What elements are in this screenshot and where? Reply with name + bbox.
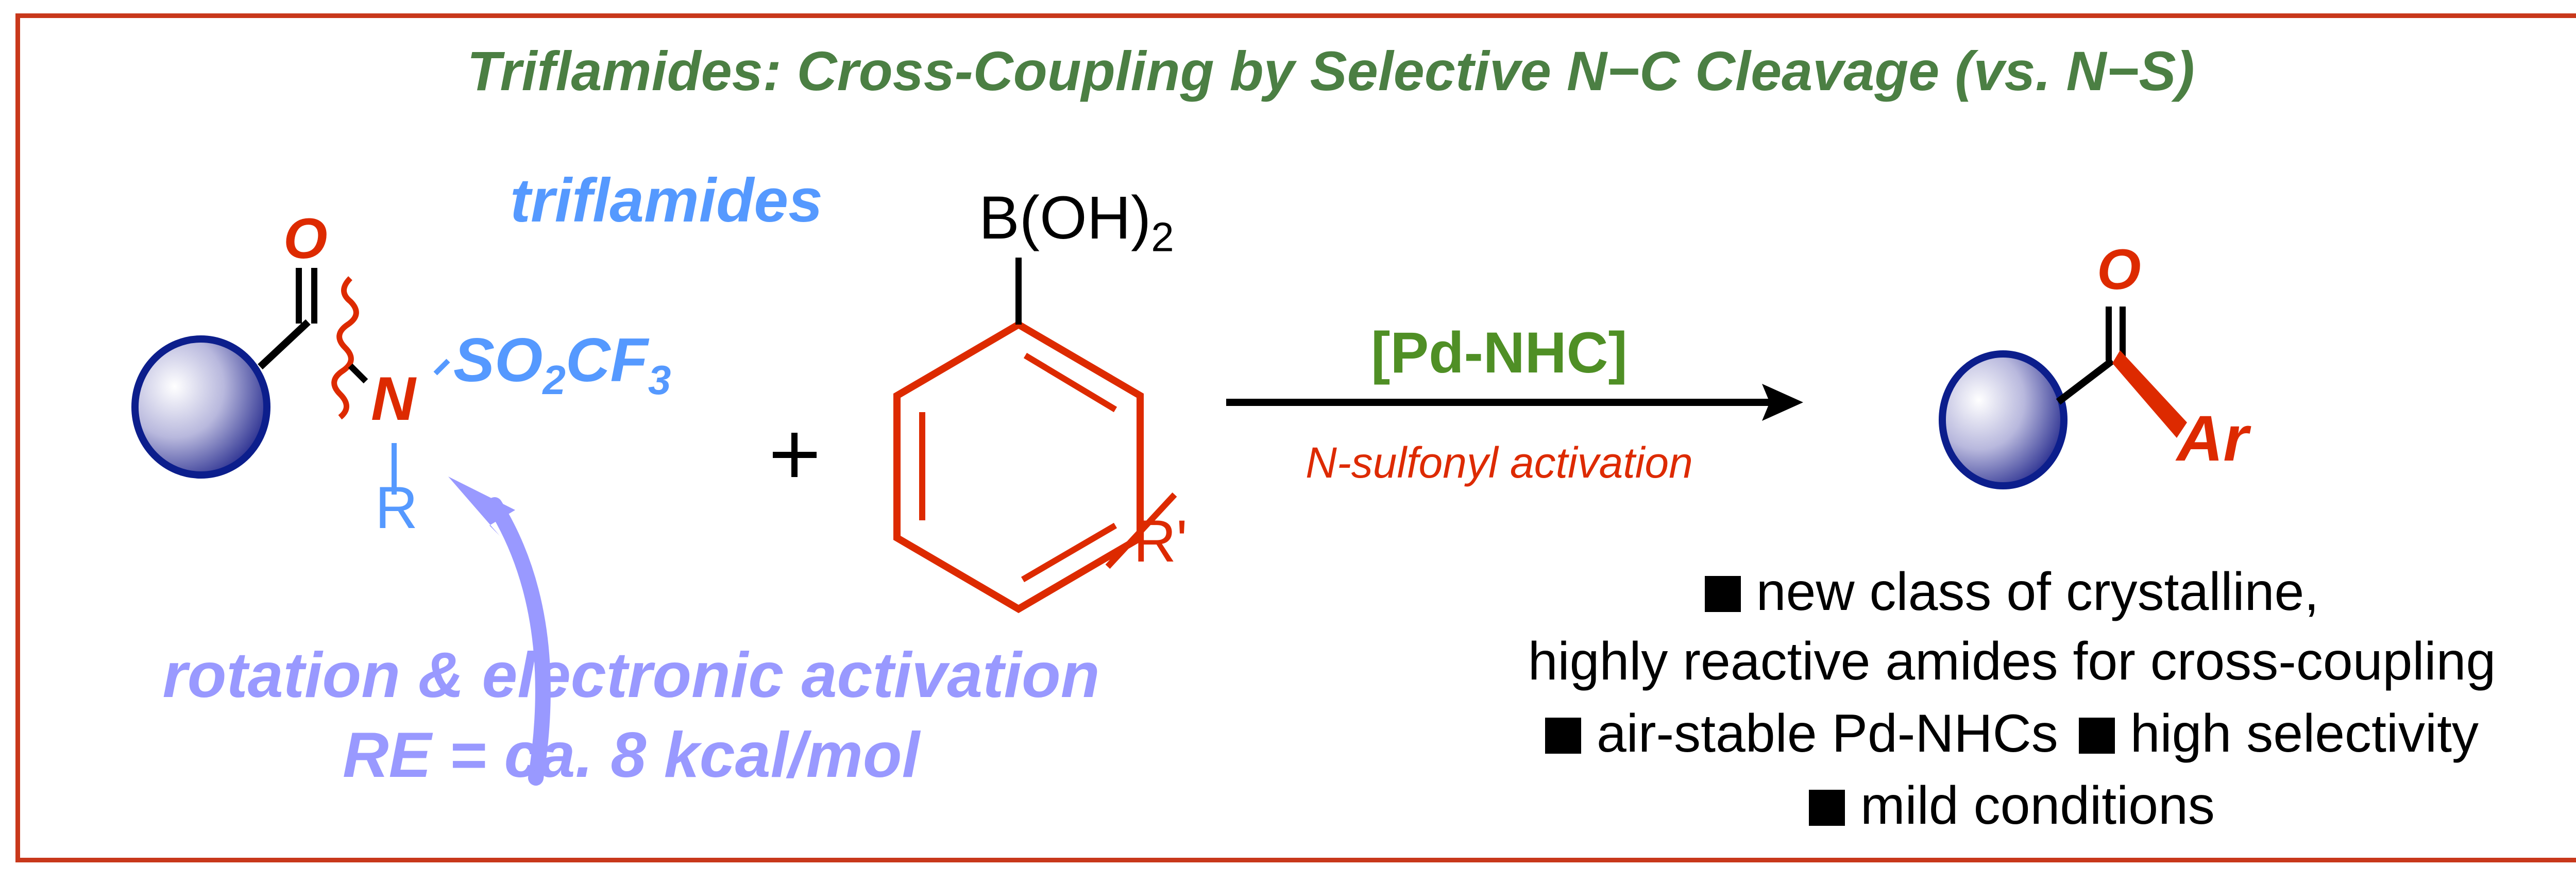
bullet-text: mild conditions	[1860, 776, 2215, 836]
boronic-acid-group: B(OH)2	[979, 183, 1174, 261]
diagram-title: Triflamides: Cross-Coupling by Selective…	[467, 40, 2195, 102]
bond	[2056, 358, 2115, 405]
bullet-item: mild conditions	[1484, 775, 2540, 837]
catalyst-label: [Pd-NHC]	[1371, 320, 1628, 385]
cleavage-wavy-line	[331, 276, 359, 420]
bullet-item: air-stable Pd-NHCs high selectivity	[1484, 703, 2540, 765]
curved-arrow	[487, 497, 551, 786]
bullet-square-icon	[1809, 790, 1845, 826]
subscript: 3	[648, 357, 671, 403]
bullet-text: high selectivity	[2130, 704, 2479, 763]
bullet-square-icon	[1704, 576, 1741, 612]
bullet-square-icon	[2078, 718, 2115, 754]
curved-arrow-head	[448, 477, 515, 536]
bullet-text: new class of crystalline,	[1756, 562, 2319, 622]
substrate-sphere	[131, 335, 270, 479]
sulfonyl-group: SO2CF3	[453, 325, 671, 404]
bullet-square-icon	[1545, 718, 1581, 754]
product-oxygen-atom: O	[2097, 238, 2141, 301]
condition-label: N-sulfonyl activation	[1306, 438, 1693, 487]
triflamides-label: triflamides	[510, 166, 823, 235]
aryl-group: Ar	[2177, 403, 2248, 474]
aromatic-bond	[1023, 352, 1117, 413]
r-group: R	[375, 475, 418, 541]
diagram-frame	[15, 13, 2576, 862]
bullet-continuation: highly reactive amides for cross-couplin…	[1528, 632, 2496, 691]
product-sphere	[1939, 350, 2067, 489]
aromatic-bond	[1021, 522, 1117, 583]
activation-note-line2: RE = ca. 8 kcal/mol	[342, 720, 920, 791]
subscript: 2	[543, 357, 566, 403]
bullet-text: air-stable Pd-NHCs	[1596, 704, 2058, 763]
substituent-bond	[1105, 492, 1177, 569]
bullet-item: new class of crystalline,	[1484, 562, 2540, 623]
oxygen-atom: O	[283, 207, 328, 270]
r-prime-substituent: R'	[1133, 508, 1188, 574]
sulfonyl-text: SO	[453, 326, 543, 395]
activation-note-line1: rotation & electronic activation	[162, 640, 1100, 711]
boronic-acid-text: B(OH)	[979, 184, 1151, 252]
sulfonyl-text: CF	[565, 326, 648, 395]
reaction-arrow-head	[1762, 384, 1803, 421]
subscript: 2	[1151, 214, 1174, 260]
n-s-bond	[433, 359, 450, 376]
benzene-ring	[893, 320, 1144, 614]
bond	[258, 319, 311, 370]
c-ar-wedge-bond	[2112, 350, 2187, 438]
nitrogen-atom: N	[371, 364, 416, 433]
bond	[348, 363, 368, 384]
